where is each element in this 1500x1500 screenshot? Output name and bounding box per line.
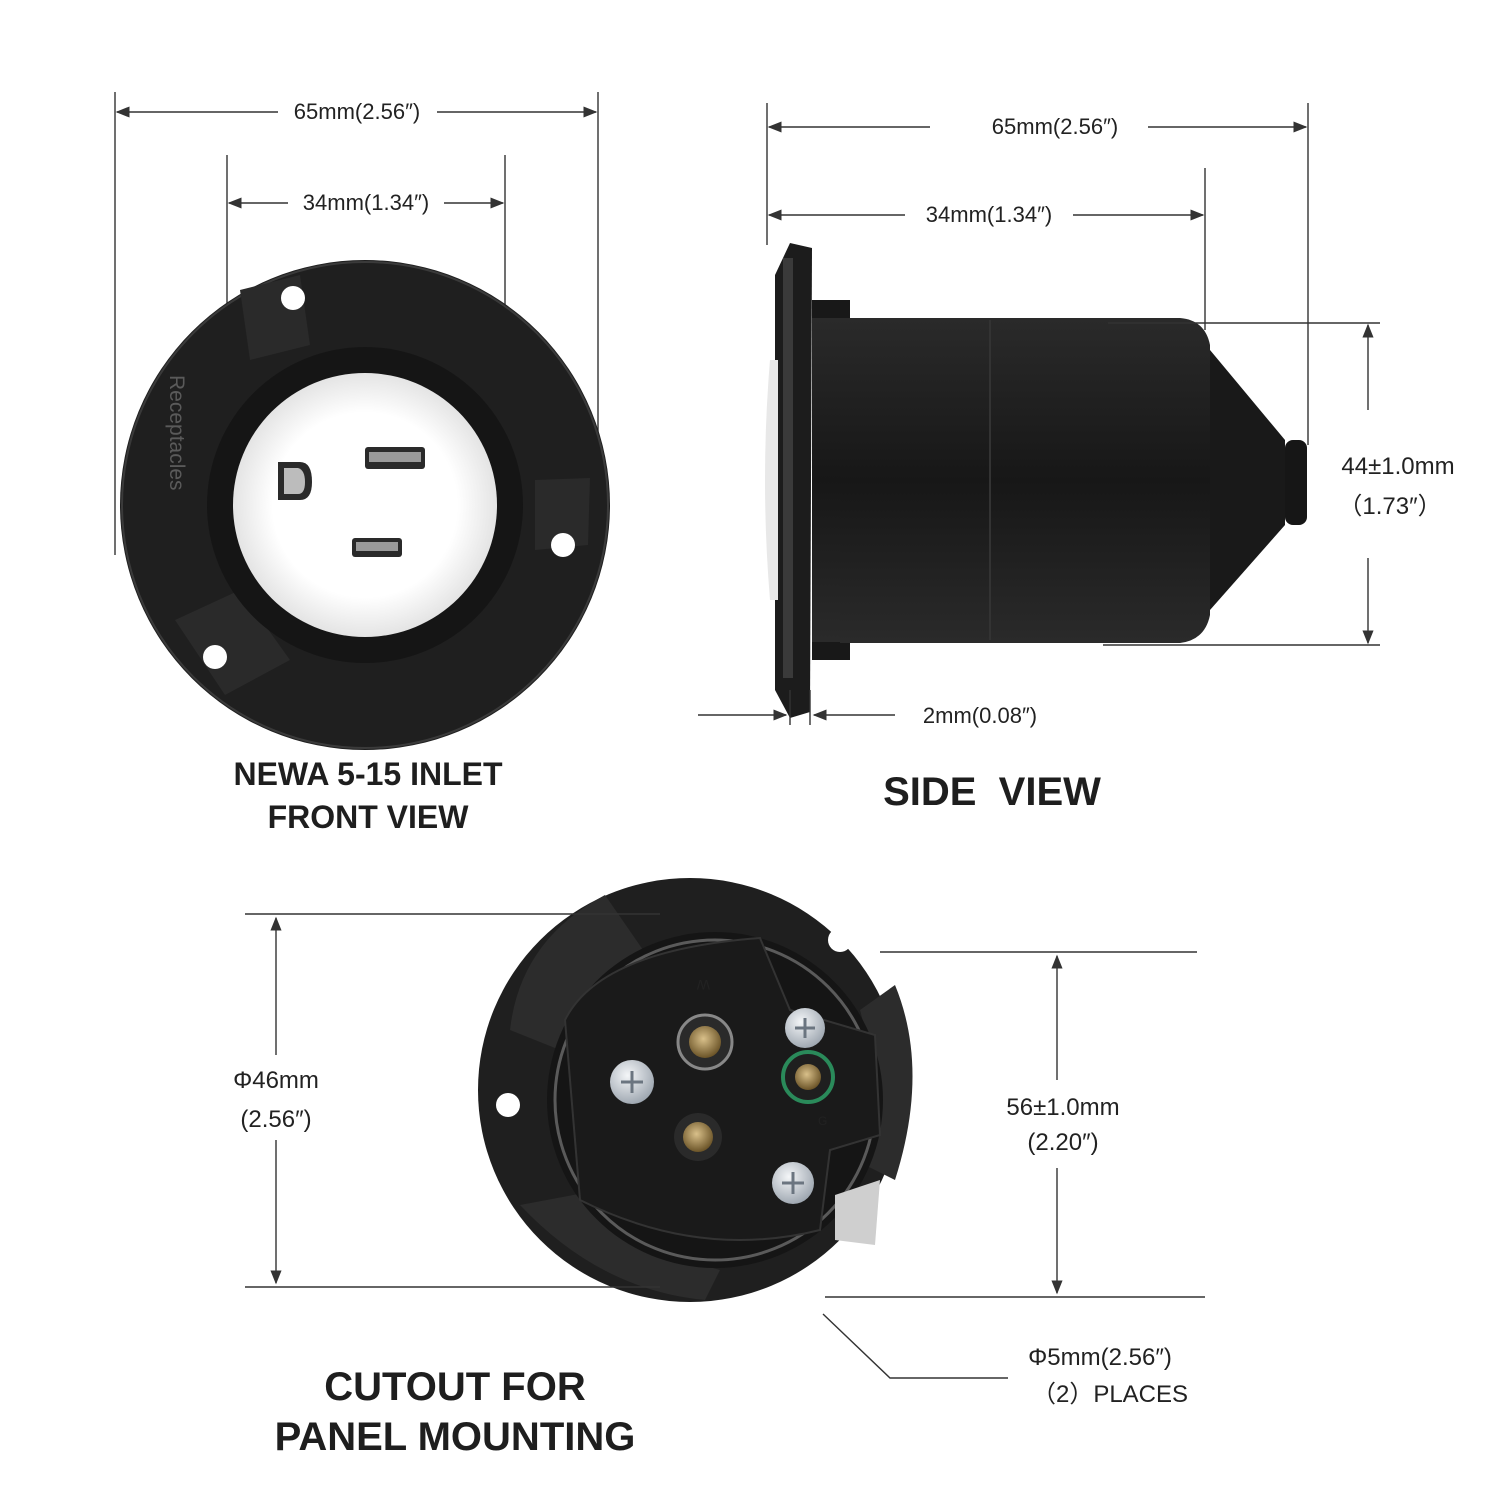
side-overall-length-label: 65mm(2.56″) [992, 114, 1118, 139]
terminal-w-mark: W [696, 977, 710, 993]
side-cable-boot [1210, 350, 1285, 610]
side-view: 65mm(2.56″) 34mm(1.34″) 44±1.0mm （1.73″）… [698, 103, 1455, 814]
side-flange [775, 243, 812, 718]
receptacle-face [233, 373, 497, 637]
rear-hole-spacing-mm-label: 56±1.0mm [1006, 1094, 1119, 1121]
side-view-title: SIDE VIEW [883, 770, 1101, 814]
rear-hole-spacing-in-label: (2.20″) [1027, 1129, 1098, 1156]
mount-hole-icon [800, 1296, 824, 1320]
rear-view-title-line2: PANEL MOUNTING [275, 1415, 636, 1459]
screw-icon [785, 1008, 825, 1048]
front-face-width-label: 34mm(1.34″) [303, 190, 429, 215]
rear-hole-size-label: Φ5mm(2.56″) [1028, 1344, 1172, 1371]
front-view: 65mm(2.56″) 34mm(1.34″) Receptacles NEWA… [114, 92, 610, 835]
terminal-g-mark: G [818, 1114, 827, 1128]
rear-cutout-diameter-in-label: (2.56″) [240, 1106, 311, 1133]
side-cable [1285, 440, 1307, 525]
side-diameter-in-label: （1.73″） [1338, 493, 1441, 520]
rear-hole-count-label: （2）PLACES [1032, 1381, 1188, 1408]
side-flange-thickness-label: 2mm(0.08″) [923, 703, 1037, 728]
hole-callout-leader [822, 1313, 1008, 1379]
side-body [840, 318, 1210, 643]
rear-view: W G Φ46mm (2.56″) [233, 878, 1205, 1459]
mount-hole-icon [281, 286, 305, 310]
rear-cutout-diameter-mm-label: Φ46mm [233, 1067, 319, 1094]
screw-icon [772, 1162, 814, 1204]
mount-hole-icon [496, 1093, 520, 1117]
screw-icon [610, 1060, 654, 1104]
mount-hole-icon [828, 928, 852, 952]
mount-hole-icon [203, 645, 227, 669]
front-view-title-line2: FRONT VIEW [268, 799, 470, 835]
side-body-length-label: 34mm(1.34″) [926, 202, 1052, 227]
rear-view-title-line1: CUTOUT FOR [324, 1365, 586, 1409]
front-view-title-line1: NEWA 5-15 INLET [233, 756, 503, 792]
side-diameter-mm-label: 44±1.0mm [1341, 453, 1454, 480]
mount-hole-icon [551, 533, 575, 557]
front-overall-width-label: 65mm(2.56″) [294, 99, 420, 124]
flange-embossing: Receptacles [165, 375, 188, 491]
